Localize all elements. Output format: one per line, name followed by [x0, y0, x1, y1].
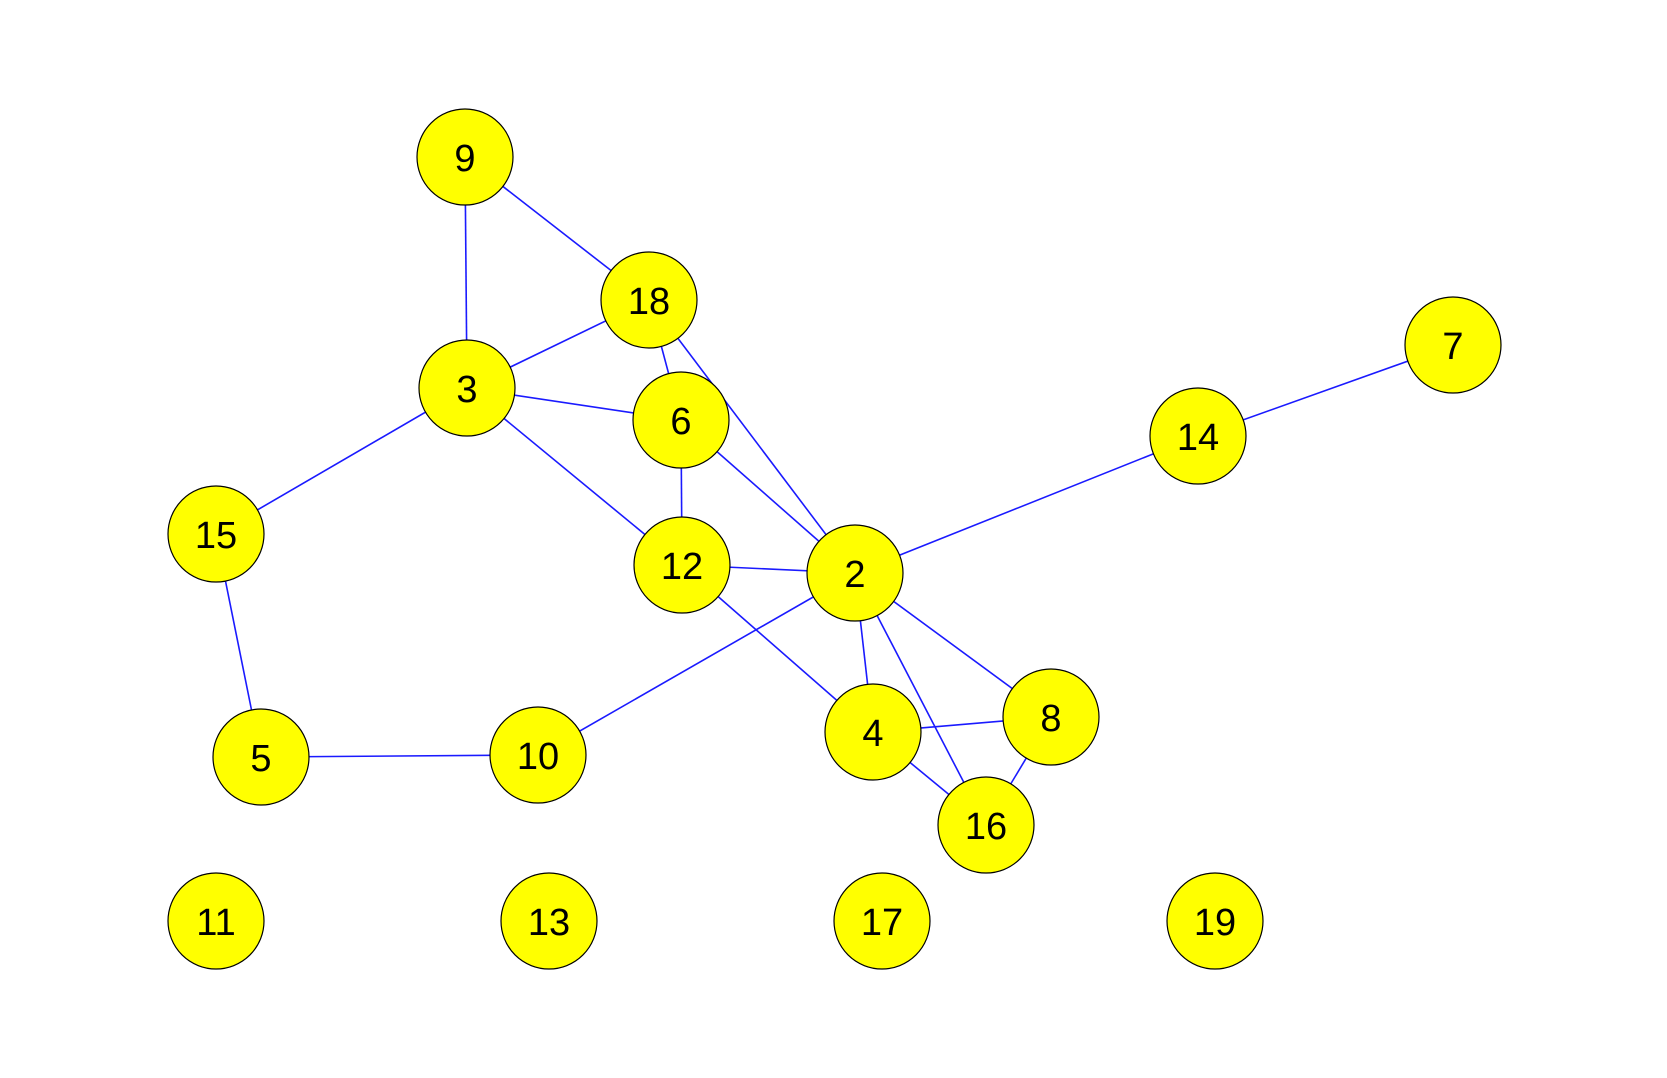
node-circle: [1002, 668, 1100, 766]
node-label: 12: [661, 546, 703, 588]
node-circle: [167, 485, 265, 583]
node-label: 17: [861, 902, 903, 944]
node-label: 5: [250, 738, 271, 780]
node-label: 13: [528, 902, 570, 944]
node-17: 17: [833, 872, 931, 970]
node-circle: [824, 683, 922, 781]
edge-2-14: [854, 435, 1199, 574]
node-label: 16: [965, 806, 1007, 848]
node-circle: [500, 872, 598, 970]
node-8: 8: [1002, 668, 1100, 766]
node-circle: [418, 339, 516, 437]
node-label: 9: [454, 138, 475, 180]
edge-18-2: [648, 299, 856, 574]
node-10: 10: [489, 706, 587, 804]
node-4: 4: [824, 683, 922, 781]
node-circle: [833, 872, 931, 970]
node-circle: [167, 872, 265, 970]
node-circle: [937, 776, 1035, 874]
node-label: 8: [1040, 698, 1061, 740]
node-label: 15: [195, 515, 237, 557]
nodes-layer: 2 3 4 5 6 7 8 9 10 11 12 13 14 15 16 17 18 19: [167, 108, 1502, 970]
node-label: 7: [1442, 326, 1463, 368]
node-circle: [633, 516, 731, 614]
node-14: 14: [1149, 387, 1247, 485]
node-label: 4: [862, 713, 883, 755]
node-5: 5: [212, 708, 310, 806]
node-label: 2: [844, 554, 865, 596]
node-label: 14: [1177, 417, 1219, 459]
node-circle: [1166, 872, 1264, 970]
node-circle: [489, 706, 587, 804]
edge-2-10: [537, 572, 856, 756]
node-circle: [416, 108, 514, 206]
node-12: 12: [633, 516, 731, 614]
node-label: 19: [1194, 902, 1236, 944]
node-6: 6: [632, 371, 730, 469]
node-label: 6: [670, 401, 691, 443]
node-circle: [212, 708, 310, 806]
node-2: 2: [806, 524, 904, 622]
node-label: 10: [517, 736, 559, 778]
node-16: 16: [937, 776, 1035, 874]
node-circle: [806, 524, 904, 622]
node-circle: [632, 371, 730, 469]
node-label: 3: [456, 369, 477, 411]
node-3: 3: [418, 339, 516, 437]
node-circle: [600, 251, 698, 349]
node-15: 15: [167, 485, 265, 583]
node-9: 9: [416, 108, 514, 206]
node-label: 11: [196, 902, 235, 944]
node-circle: [1404, 296, 1502, 394]
node-7: 7: [1404, 296, 1502, 394]
node-label: 18: [628, 281, 670, 323]
node-18: 18: [600, 251, 698, 349]
node-circle: [1149, 387, 1247, 485]
node-11: 11: [167, 872, 265, 970]
node-13: 13: [500, 872, 598, 970]
node-19: 19: [1166, 872, 1264, 970]
